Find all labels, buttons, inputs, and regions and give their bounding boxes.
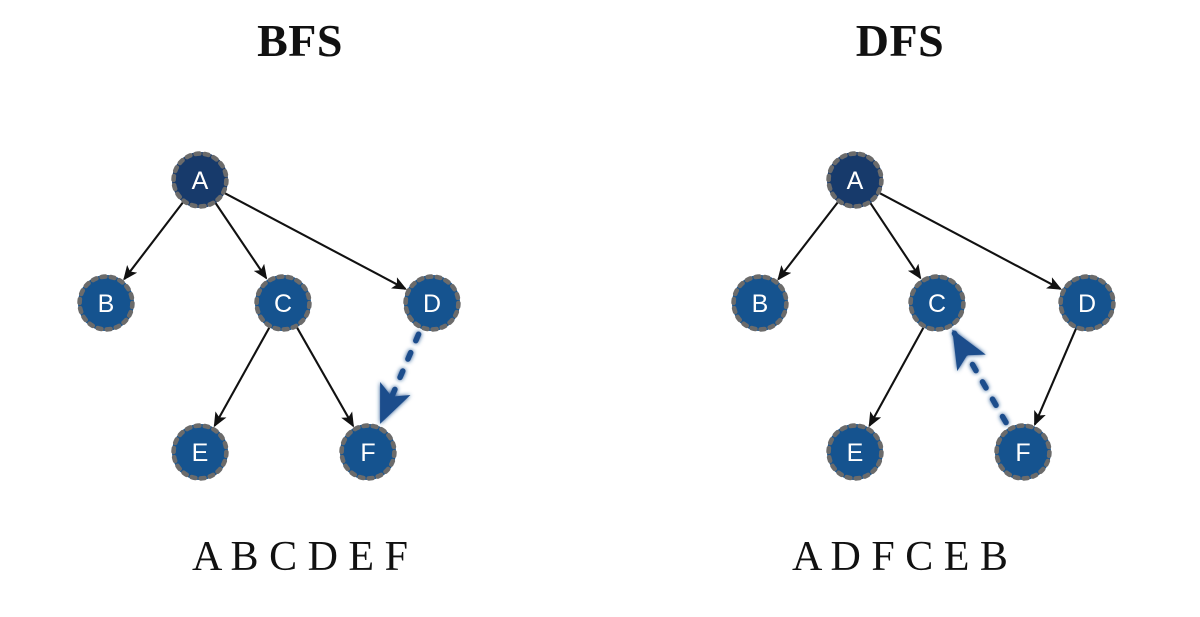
node-label: D: [1078, 290, 1096, 318]
node-a[interactable]: A: [826, 151, 884, 209]
node-b[interactable]: B: [77, 274, 135, 332]
node-label: F: [1015, 439, 1030, 467]
edge-c-to-f: [295, 325, 355, 428]
edge-a-to-c: [214, 201, 268, 280]
node-c[interactable]: C: [254, 274, 312, 332]
node-b[interactable]: B: [731, 274, 789, 332]
node-label: A: [192, 167, 209, 195]
node-label: B: [752, 290, 769, 318]
node-label: A: [847, 167, 864, 195]
node-layer: A B C D E F: [77, 151, 461, 481]
edge-a-to-d: [878, 191, 1062, 290]
node-d[interactable]: D: [1058, 274, 1116, 332]
node-f[interactable]: F: [339, 423, 397, 481]
bfs-tree-graph: A B C D E F: [77, 151, 461, 481]
node-e[interactable]: E: [171, 423, 229, 481]
node-label: E: [847, 439, 864, 467]
edge-f-to-c: [951, 329, 1009, 426]
node-d[interactable]: D: [403, 274, 461, 332]
node-layer: A B C D E F: [731, 151, 1116, 481]
edge-c-to-e: [868, 326, 925, 428]
edge-a-to-b: [777, 200, 840, 281]
node-c[interactable]: C: [908, 274, 966, 332]
edge-layer: [123, 191, 422, 428]
node-label: D: [423, 290, 441, 318]
dfs-title: DFS: [855, 15, 945, 66]
edge-d-to-f: [379, 331, 422, 424]
node-label: C: [928, 290, 946, 318]
edge-d-to-f: [1033, 327, 1078, 426]
node-label: F: [360, 439, 375, 467]
node-label: C: [274, 290, 292, 318]
dfs-panel: DFS A B C D E F A D F C E B: [600, 0, 1200, 617]
node-a[interactable]: A: [171, 151, 229, 209]
bfs-traversal-caption: A B C D E F: [192, 534, 408, 580]
bfs-title: BFS: [257, 15, 343, 66]
dfs-tree-graph: A B C D E F: [731, 151, 1116, 481]
node-label: E: [192, 439, 209, 467]
edge-layer: [777, 191, 1078, 428]
edge-a-to-c: [869, 201, 922, 280]
dfs-traversal-caption: A D F C E B: [792, 534, 1008, 580]
node-label: B: [98, 290, 115, 318]
node-f[interactable]: F: [994, 423, 1052, 481]
node-e[interactable]: E: [826, 423, 884, 481]
edge-c-to-e: [213, 326, 271, 428]
edge-a-to-d: [223, 191, 407, 290]
edge-a-to-b: [123, 200, 185, 281]
bfs-panel: BFS A B C D E F A B C D E F: [77, 15, 461, 580]
